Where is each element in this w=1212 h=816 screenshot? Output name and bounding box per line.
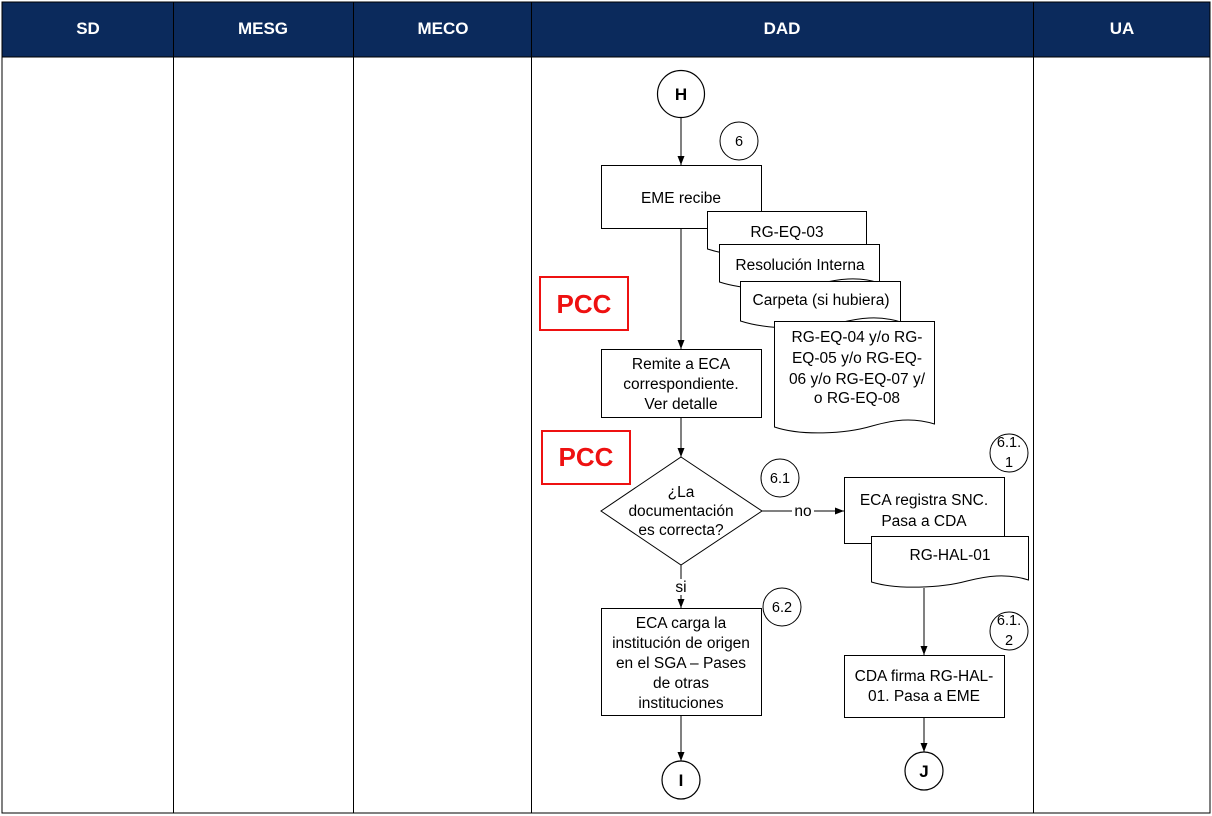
document-rg-hal-01: RG-HAL-01 [871,536,1029,588]
svg-text:1: 1 [1005,455,1013,471]
branch-label-no: no [794,503,811,520]
svg-text:6: 6 [735,134,743,150]
lane-header-dad: DAD [764,19,801,38]
svg-text:Resolución Interna: Resolución Interna [735,257,865,274]
lane-header-ua: UA [1110,19,1135,38]
swimlane-header: SD MESG MECO DAD UA [1,1,1211,58]
step-number-6-1-2: 6.1. 2 [989,611,1029,651]
svg-text:¿La: ¿La [668,484,695,501]
svg-text:EQ-05 y/o RG-EQ-: EQ-05 y/o RG-EQ- [792,350,922,367]
process-eca-registra-snc: ECA registra SNC. Pasa a CDA [844,477,1005,544]
lane-header-sd: SD [76,19,100,38]
connector-i-label: I [679,771,684,790]
step-number-6: 6 [719,121,759,161]
svg-text:Ver detalle: Ver detalle [644,396,717,413]
svg-text:Remite a ECA: Remite a ECA [632,356,731,373]
step-number-6-1-1: 6.1. 1 [989,433,1029,473]
connector-i: I [661,760,701,800]
connector-h-label: H [675,85,687,104]
process-eme-recibe: EME recibe [601,165,762,229]
svg-text:o RG-EQ-08: o RG-EQ-08 [814,390,900,407]
lane-header-mesg: MESG [238,19,288,38]
svg-text:6.1: 6.1 [770,471,790,487]
connector-h: H [656,69,706,119]
svg-text:6.1.: 6.1. [997,613,1021,629]
document-rg-eq-04-08: RG-EQ-04 y/o RG- EQ-05 y/o RG-EQ- 06 y/o… [774,321,935,434]
pcc-badge-bottom: PCC [541,430,631,485]
svg-text:documentación: documentación [628,503,733,520]
branch-label-si: si [675,579,686,596]
decision-documentacion-correcta: ¿La documentación es correcta? [600,456,763,566]
svg-text:EME recibe: EME recibe [641,190,721,207]
svg-text:RG-EQ-04 y/o RG-: RG-EQ-04 y/o RG- [792,329,923,346]
svg-text:correspondiente.: correspondiente. [623,376,738,393]
connector-j: J [904,751,944,791]
lane-header-meco: MECO [418,19,469,38]
svg-text:Carpeta (si hubiera): Carpeta (si hubiera) [753,292,890,309]
svg-text:CDA firma RG-HAL-: CDA firma RG-HAL- [855,668,994,685]
svg-text:2: 2 [1005,633,1013,649]
document-resolucion-interna: Resolución Interna [719,244,880,290]
svg-text:RG-HAL-01: RG-HAL-01 [910,547,991,564]
step-number-6-2: 6.2 [762,587,802,627]
step-number-6-1: 6.1 [760,458,800,498]
svg-text:01. Pasa a EME: 01. Pasa a EME [868,688,980,705]
svg-text:RG-EQ-03: RG-EQ-03 [750,224,823,241]
svg-text:PCC: PCC [559,442,614,472]
svg-text:es correcta?: es correcta? [638,522,724,539]
svg-text:6.1.: 6.1. [997,435,1021,451]
process-eca-carga-institucion: ECA carga la institución de origen en el… [601,608,762,716]
pcc-badge-top: PCC [539,276,629,331]
svg-text:PCC: PCC [557,289,612,319]
process-remite-eca: Remite a ECA correspondiente. Ver detall… [601,349,762,418]
flow-lines [677,118,928,761]
document-carpeta: Carpeta (si hubiera) [740,281,901,329]
svg-text:instituciones: instituciones [638,695,724,712]
connector-j-label: J [919,762,928,781]
svg-text:ECA carga la: ECA carga la [636,615,727,632]
svg-text:institución de origen: institución de origen [612,635,750,652]
svg-text:6.2: 6.2 [772,600,792,616]
svg-text:de otras: de otras [653,675,709,692]
process-cda-firma: CDA firma RG-HAL- 01. Pasa a EME [844,655,1005,718]
svg-text:Pasa a CDA: Pasa a CDA [881,513,967,530]
svg-text:en el SGA – Pases: en el SGA – Pases [616,655,746,672]
svg-text:06 y/o RG-EQ-07 y/: 06 y/o RG-EQ-07 y/ [789,371,926,388]
svg-text:ECA registra SNC.: ECA registra SNC. [860,492,988,509]
